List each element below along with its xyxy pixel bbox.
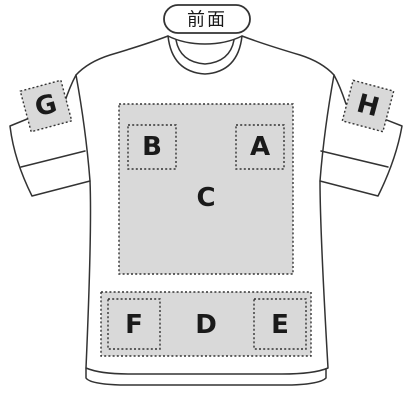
zone-label-a: A (250, 132, 270, 162)
print-zone-h[interactable]: H (341, 79, 395, 133)
view-label: 前面 (187, 10, 227, 31)
zone-label-e: E (271, 310, 289, 340)
print-zone-f[interactable]: F (107, 298, 161, 350)
left-armhole-seam (75, 74, 91, 182)
zone-label-d: D (195, 310, 217, 340)
collar-outer (167, 35, 243, 75)
print-zone-a[interactable]: A (235, 124, 285, 170)
print-zone-e[interactable]: E (253, 298, 307, 350)
view-label-badge: 前面 (163, 4, 251, 34)
zone-label-b: B (142, 132, 162, 162)
right-armhole-seam (319, 74, 335, 182)
zone-label-c: C (196, 183, 215, 213)
collar-inner (175, 39, 235, 65)
right-sleeve-cuff (320, 150, 389, 168)
zone-label-f: F (125, 310, 143, 340)
print-zone-g[interactable]: G (19, 79, 73, 133)
print-zone-b[interactable]: B (127, 124, 177, 170)
left-sleeve-cuff (20, 150, 86, 168)
